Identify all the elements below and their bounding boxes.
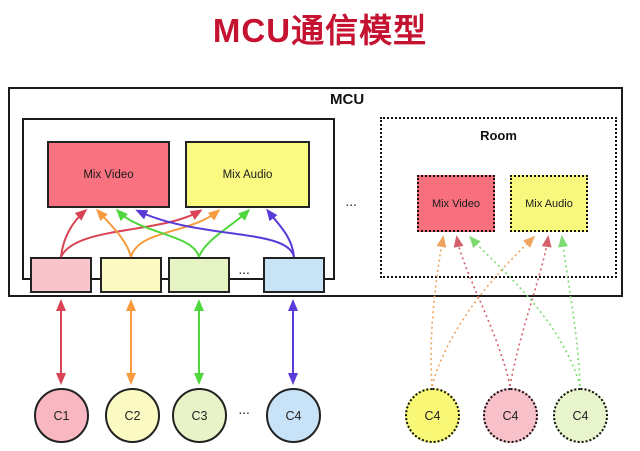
- room-mix-audio-box: Mix Audio: [510, 175, 588, 232]
- client-circle-c3: C3: [172, 388, 227, 443]
- client-circle-c2: C2: [105, 388, 160, 443]
- room-client-circle-yellow: C4: [405, 388, 460, 443]
- room-client-circle-pink: C4: [483, 388, 538, 443]
- mix-audio-box: Mix Audio: [185, 141, 310, 208]
- client-circle-c1: C1: [34, 388, 89, 443]
- client-circle-c4: C4: [266, 388, 321, 443]
- room-label: Room: [480, 128, 517, 143]
- room-mix-video-box: Mix Video: [417, 175, 495, 232]
- diagram-title: MCU通信模型: [212, 12, 428, 49]
- stream-box-c2: [100, 257, 162, 293]
- mcu-server-box: [8, 87, 623, 297]
- room-client-circle-green: C4: [553, 388, 608, 443]
- mcu-label: MCU: [330, 91, 365, 108]
- stream-box-c4: [263, 257, 325, 293]
- stream-box-c1: [30, 257, 92, 293]
- stream-box-c3: [168, 257, 230, 293]
- client-ellipsis: ...: [239, 406, 251, 417]
- mix-video-box: Mix Video: [47, 141, 170, 208]
- client-mcu-arrows: [56, 299, 298, 385]
- stream-ellipsis: ...: [239, 266, 251, 277]
- mcu-room-ellipsis: ...: [346, 198, 358, 209]
